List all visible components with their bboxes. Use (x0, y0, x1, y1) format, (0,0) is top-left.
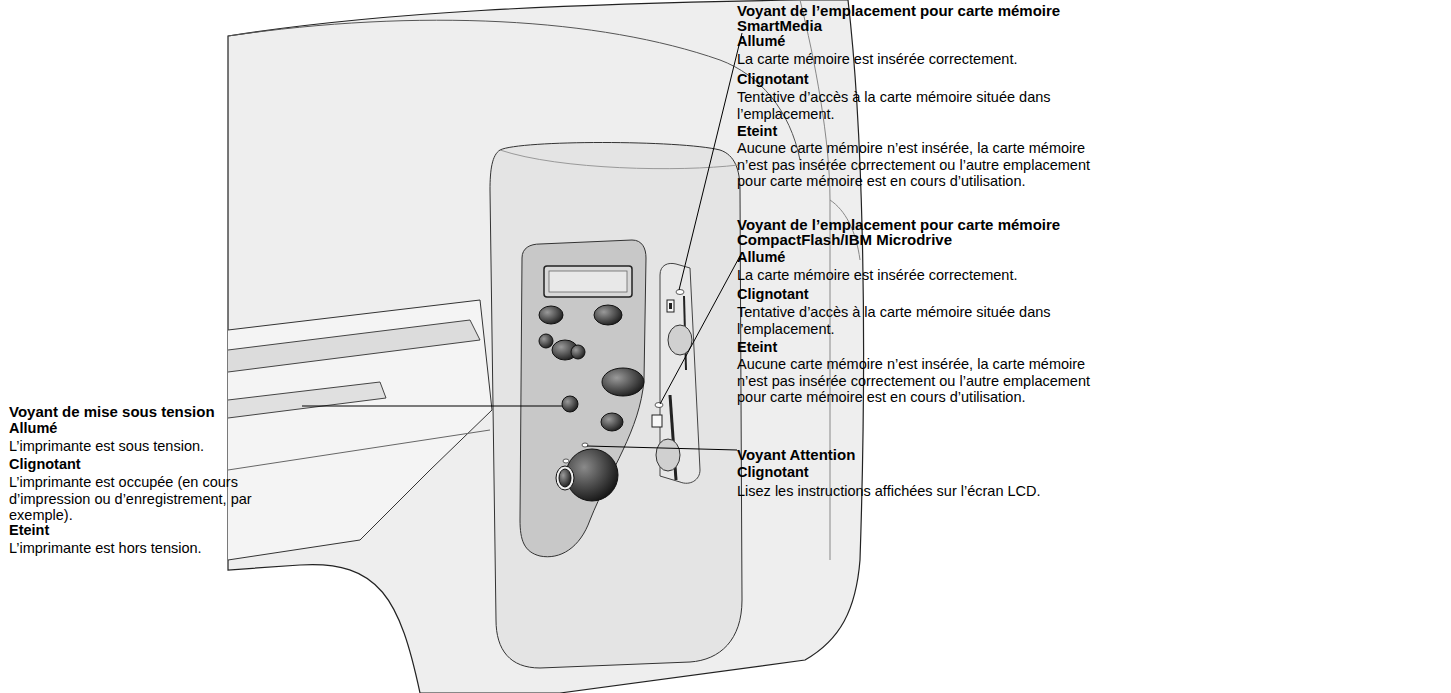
smartmedia-led (676, 290, 684, 295)
callout-heading: Voyant de l’emplacement pour carte mémoi… (737, 3, 1067, 33)
status-description: L’imprimante est hors tension. (9, 540, 309, 557)
status-word: Clignotant (9, 456, 209, 472)
status-word: Allumé (737, 249, 937, 265)
status-word: Clignotant (737, 286, 937, 302)
tray-slot (228, 320, 480, 372)
control-panel (520, 240, 646, 557)
status-description: La carte mémoire est insérée correctemen… (737, 51, 1097, 68)
callout-heading: Voyant Attention (737, 447, 1067, 462)
status-word: Eteint (9, 522, 209, 538)
front-face (490, 143, 742, 669)
leader-line (587, 446, 737, 450)
power-led (563, 459, 569, 463)
smartmedia-icon (669, 303, 672, 309)
leader-line (660, 256, 740, 404)
status-word: Clignotant (737, 464, 937, 480)
status-description: Tentative d’accès à la carte mémoire sit… (737, 304, 1092, 337)
panel-button (602, 368, 644, 396)
leader-line (302, 406, 562, 407)
status-description: Lisez les instructions affichées sur l’é… (737, 483, 1137, 500)
power-button (559, 469, 571, 487)
leader-line (679, 33, 742, 290)
status-word: Clignotant (737, 71, 937, 87)
lcd-screen (544, 266, 632, 297)
status-word: Allumé (737, 33, 937, 49)
status-word: Allumé (9, 420, 209, 436)
tray-slot (228, 382, 386, 418)
status-description: Aucune carte mémoire n’est insérée, la c… (737, 356, 1092, 406)
status-description: La carte mémoire est insérée correctemen… (737, 267, 1097, 284)
power-button-bezel (556, 466, 574, 490)
tray-edge (228, 430, 490, 470)
panel-button (562, 396, 578, 412)
status-word: Eteint (737, 123, 937, 139)
status-description: Aucune carte mémoire n’est insérée, la c… (737, 140, 1092, 190)
status-description: L’imprimante est occupée (en cours d’imp… (9, 474, 309, 524)
callout-heading: Voyant de l’emplacement pour carte mémoi… (737, 217, 1067, 247)
panel-button (539, 334, 553, 348)
compactflash-led (655, 403, 663, 408)
status-description: L’imprimante est sous tension. (9, 438, 309, 455)
compactflash-icon (652, 415, 662, 427)
smartmedia-icon (667, 300, 674, 312)
callout-heading: Voyant de mise sous tension (9, 404, 309, 419)
status-description: Tentative d’accès à la carte mémoire sit… (737, 89, 1092, 122)
panel-button (539, 306, 563, 324)
panel-button (571, 345, 585, 359)
lcd-glass (549, 271, 627, 292)
panel-button (594, 305, 622, 325)
panel-button (601, 413, 623, 431)
lid-edge (228, 20, 800, 160)
paper-tray (228, 300, 492, 560)
status-word: Eteint (737, 339, 937, 355)
card-notch (656, 439, 680, 471)
face-edge (500, 150, 738, 169)
